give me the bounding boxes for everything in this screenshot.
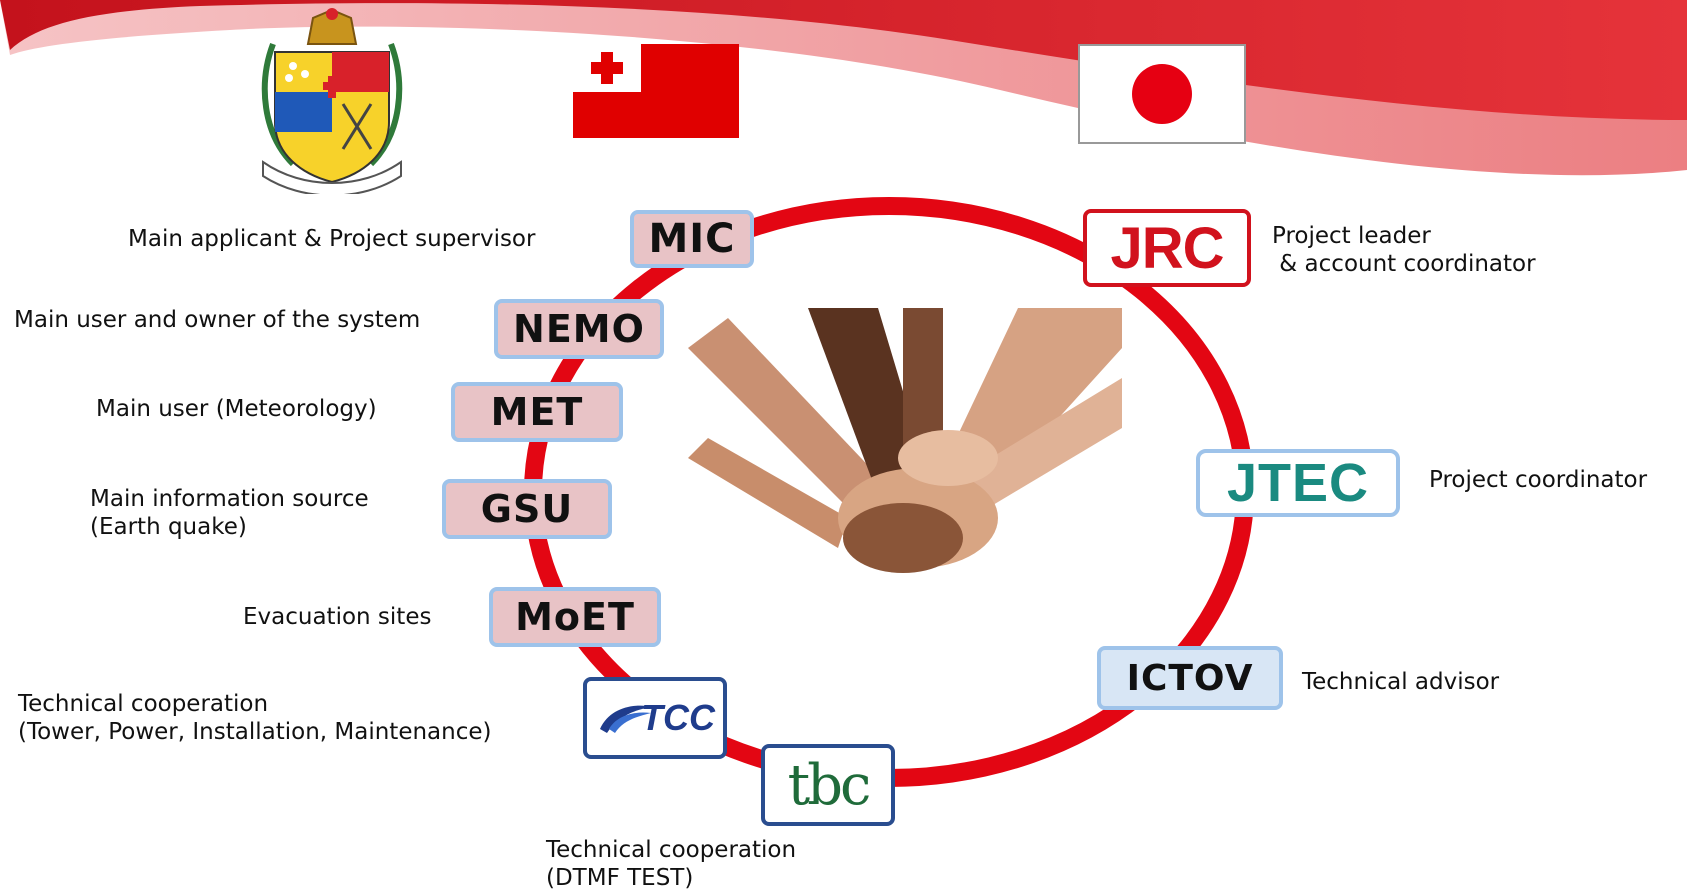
org-box-tcc: TCC xyxy=(583,677,727,759)
org-box-nemo: NEMO xyxy=(494,299,664,359)
red-wave-banner xyxy=(0,0,1687,176)
org-box-jtec: JTEC xyxy=(1196,449,1400,517)
org-abbr-moet: MoET xyxy=(515,595,635,639)
org-abbr-met: MET xyxy=(490,390,584,434)
japan-flag-icon xyxy=(1078,44,1246,144)
role-tbc: Technical cooperation (DTMF TEST) xyxy=(546,837,797,891)
org-box-ictov: ICTOV xyxy=(1097,646,1283,710)
org-box-moet: MoET xyxy=(489,587,661,647)
tonga-coat-of-arms-icon xyxy=(261,8,403,194)
org-abbr-nemo: NEMO xyxy=(513,307,645,351)
org-abbr-ictov: ICTOV xyxy=(1126,657,1254,699)
org-box-gsu: GSU xyxy=(442,479,612,539)
tonga-flag-icon xyxy=(573,44,739,138)
org-box-mic: MIC xyxy=(630,210,754,268)
role-nemo: Main user and owner of the system xyxy=(14,307,421,333)
org-abbr-jtec: JTEC xyxy=(1226,453,1370,513)
org-abbr-gsu: GSU xyxy=(480,487,574,531)
stacked-hands-photo-icon xyxy=(688,308,1122,596)
org-box-met: MET xyxy=(451,382,623,442)
role-jtec: Project coordinator xyxy=(1429,467,1648,493)
role-met: Main user (Meteorology) xyxy=(96,396,377,422)
role-ictov: Technical advisor xyxy=(1302,669,1500,695)
org-abbr-jrc: JRC xyxy=(1110,215,1224,281)
org-abbr-mic: MIC xyxy=(648,216,736,262)
tcc-swoosh-icon xyxy=(600,705,653,733)
role-gsu: Main information source (Earth quake) xyxy=(90,486,369,540)
role-moet: Evacuation sites xyxy=(243,604,432,630)
role-tcc: Technical cooperation (Tower, Power, Ins… xyxy=(18,691,492,745)
org-box-jrc: JRC xyxy=(1083,209,1251,287)
org-abbr-tbc: tbc xyxy=(787,752,872,818)
org-box-tbc: tbc xyxy=(761,744,895,826)
role-jrc: Project leader & account coordinator xyxy=(1272,223,1536,277)
org-abbr-tcc: TCC xyxy=(641,697,715,738)
role-mic: Main applicant & Project supervisor xyxy=(128,226,536,252)
